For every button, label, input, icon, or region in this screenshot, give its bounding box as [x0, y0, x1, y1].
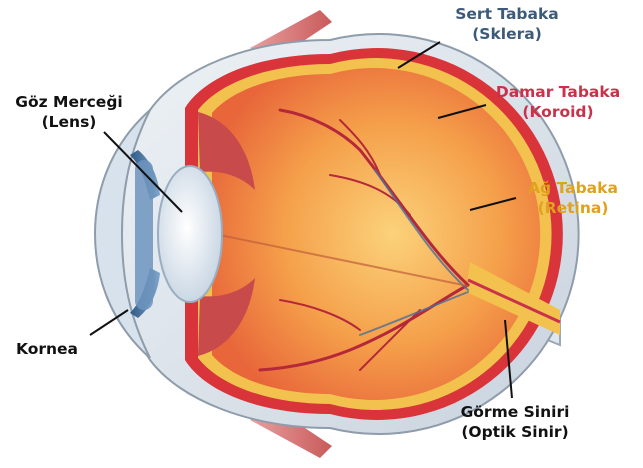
label-retina-line1: Ağ Tabaka — [508, 178, 638, 198]
label-lens: Göz Merceği (Lens) — [4, 92, 134, 132]
label-koroid: Damar Tabaka (Koroid) — [478, 82, 638, 122]
label-retina: Ağ Tabaka (Retina) — [508, 178, 638, 218]
label-sklera: Sert Tabaka (Sklera) — [432, 4, 582, 44]
label-retina-line2: (Retina) — [508, 198, 638, 218]
label-kornea: Kornea — [2, 339, 92, 359]
label-optik: Görme Siniri (Optik Sinir) — [420, 402, 610, 442]
iris-band — [135, 160, 153, 310]
label-optik-line1: Görme Siniri — [420, 402, 610, 422]
label-kornea-line1: Kornea — [2, 339, 92, 359]
label-sklera-line2: (Sklera) — [432, 24, 582, 44]
label-lens-line2: (Lens) — [4, 112, 134, 132]
label-koroid-line2: (Koroid) — [478, 102, 638, 122]
label-sklera-line1: Sert Tabaka — [432, 4, 582, 24]
label-optik-line2: (Optik Sinir) — [420, 422, 610, 442]
label-koroid-line1: Damar Tabaka — [478, 82, 638, 102]
label-lens-line1: Göz Merceği — [4, 92, 134, 112]
lens — [158, 166, 222, 302]
